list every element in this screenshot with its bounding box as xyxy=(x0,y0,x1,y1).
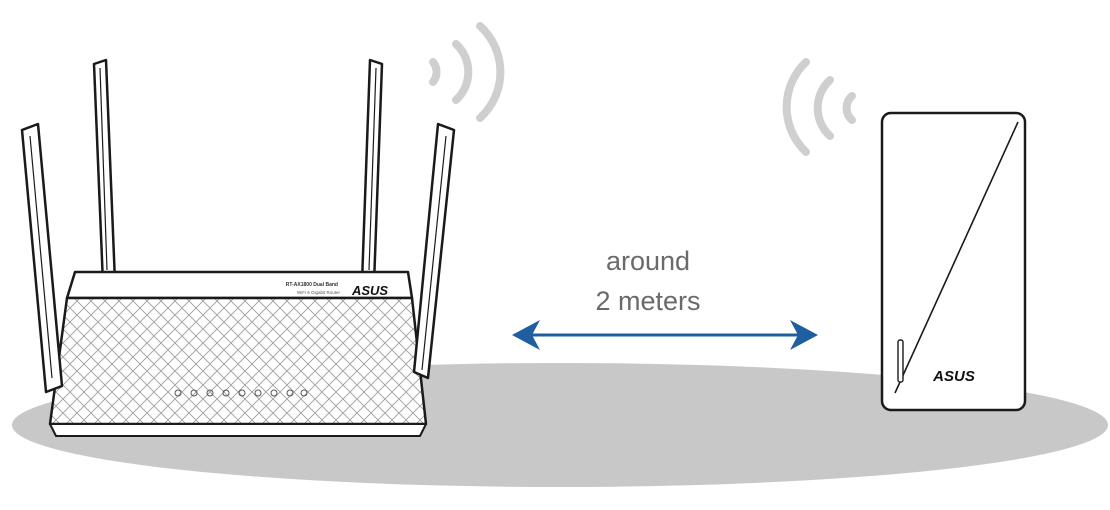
double-arrow-icon xyxy=(512,320,818,350)
range-extender: ASUS xyxy=(880,111,1027,412)
router-antenna-front-right xyxy=(412,122,456,380)
router: RT-AX1800 Dual Band WiFi 6 Gigabit Route… xyxy=(20,58,456,437)
router-antenna-back-right xyxy=(360,58,384,286)
wifi-signal-icon xyxy=(782,58,856,156)
router-antenna-front-left xyxy=(20,122,64,394)
distance-label-line1: around xyxy=(605,246,691,276)
router-model-text: RT-AX1800 Dual Band xyxy=(286,282,338,288)
router-antenna-back-left xyxy=(92,58,117,286)
router-asus-logo: ASUS xyxy=(351,283,388,298)
wifi-signal-icon xyxy=(429,22,505,122)
distance-label-line2: 2 meters xyxy=(595,286,701,316)
router-body xyxy=(48,270,428,437)
router-subtitle-text: WiFi 6 Gigabit Router xyxy=(297,290,341,295)
router-led-indicators xyxy=(174,389,308,397)
extender-asus-logo: ASUS xyxy=(932,368,975,385)
